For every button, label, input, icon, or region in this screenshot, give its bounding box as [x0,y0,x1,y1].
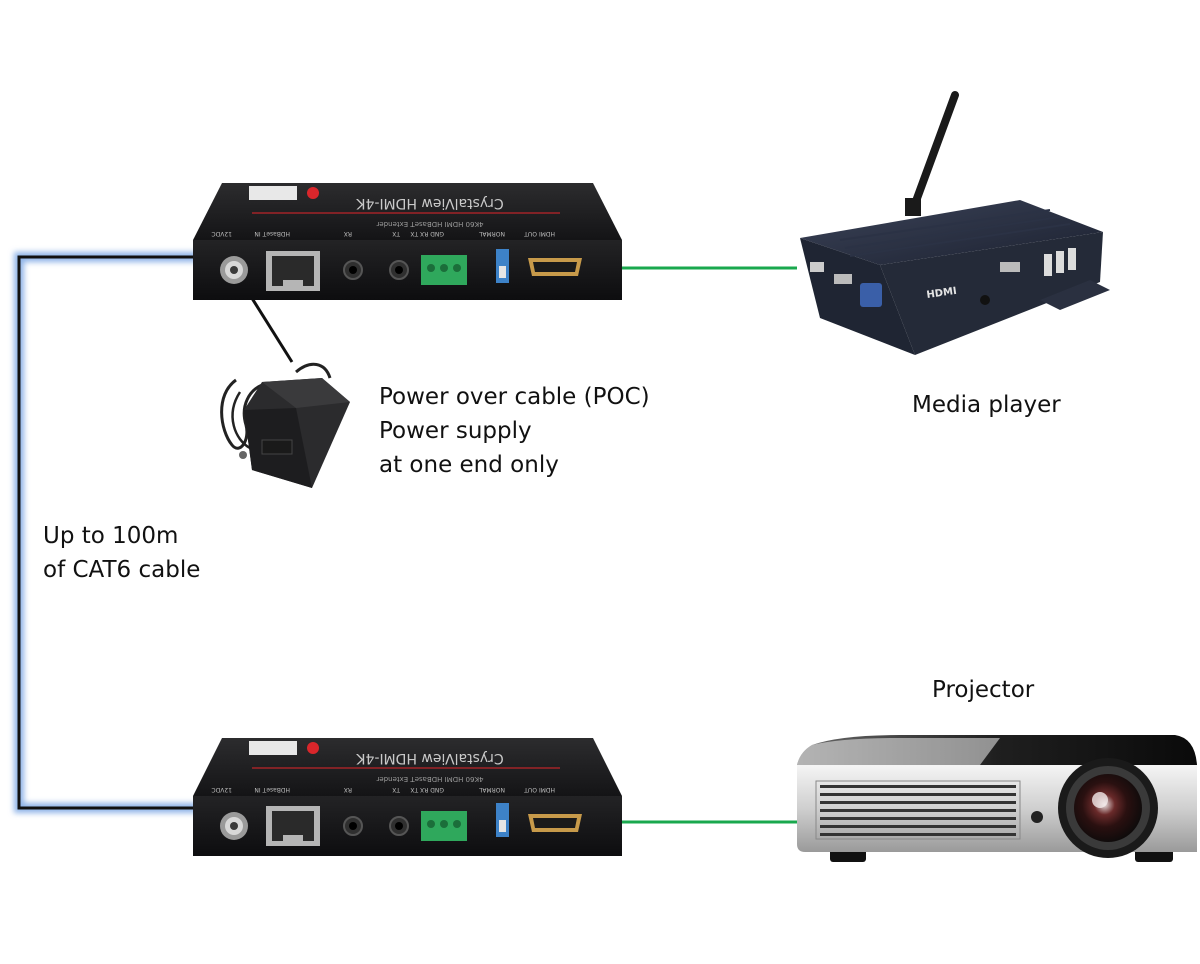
extender-subtitle-text: 4K60 HDMI HDBaseT Extender [376,220,483,228]
rose-logo [249,186,297,200]
extender-bottom-top-face [193,738,622,796]
svg-text:GND RX TX: GND RX TX [410,230,444,237]
cable-label-line-1: Up to 100m [43,523,179,549]
projector-device [797,735,1197,862]
projector-lens [1074,774,1142,842]
svg-text:NORMAL: NORMAL [478,786,505,793]
svg-text:GND RX TX: GND RX TX [410,786,444,793]
svg-text:12VDC: 12VDC [211,230,232,237]
cat6-cable-line [17,255,300,810]
media-player-device: HDMI [800,91,1110,355]
poc-label-line-3: at one end only [379,452,559,478]
extender-bottom-brand-text: CrystalView HDMI-4K [355,750,503,766]
svg-text:12VDC: 12VDC [211,786,232,793]
svg-text:HDMI OUT: HDMI OUT [524,786,555,793]
cable-length-label: Up to 100m of CAT6 cable [43,519,200,587]
svg-text:RX: RX [344,786,352,793]
projector-vents [820,785,1016,836]
rose-logo-mark [307,742,319,754]
poc-label-line-1: Power over cable (POC) [379,384,650,410]
cable-label-line-2: of CAT6 cable [43,557,201,583]
media-player-brand: HDMI [926,286,958,301]
extender-bottom: CrystalView HDMI-4K 4K60 HDMI HDBaseT Ex… [193,738,622,856]
extender-bottom-subtitle-text: 4K60 HDMI HDBaseT Extender [376,775,483,783]
rose-logo-mark [307,187,319,199]
vga-port[interactable] [860,283,882,307]
hdmi-in-port[interactable] [1000,262,1020,272]
media-player-label: Media player [912,392,1061,418]
av-port[interactable] [980,295,990,305]
svg-text:TX: TX [392,230,401,237]
poc-label: Power over cable (POC) Power supply at o… [379,380,650,482]
svg-text:TX: TX [392,786,401,793]
usb-port[interactable] [1056,251,1064,273]
media-player-port[interactable] [810,262,824,272]
svg-text:RX: RX [344,230,352,237]
antenna [908,91,959,216]
poc-label-line-2: Power supply [379,418,532,444]
svg-text:HDBaseT IN: HDBaseT IN [254,230,290,237]
svg-text:HDMI OUT: HDMI OUT [524,230,555,237]
projector-label: Projector [932,677,1035,703]
svg-text:HDBaseT IN: HDBaseT IN [254,786,290,793]
power-supply-adapter [220,362,350,488]
cat6-cable [14,252,300,813]
usb-port[interactable] [1068,248,1076,270]
ir-sensor [1031,811,1043,823]
extender-top-face [193,183,622,240]
extender-top: CrystalView HDMI-4K 4K60 HDMI HDBaseT Ex… [193,183,622,300]
rose-logo [249,741,297,755]
extender-brand-text: CrystalView HDMI-4K [355,195,503,211]
svg-text:NORMAL: NORMAL [478,230,505,237]
usb-port[interactable] [1044,254,1052,276]
media-player-hdmi-port[interactable] [834,274,852,284]
